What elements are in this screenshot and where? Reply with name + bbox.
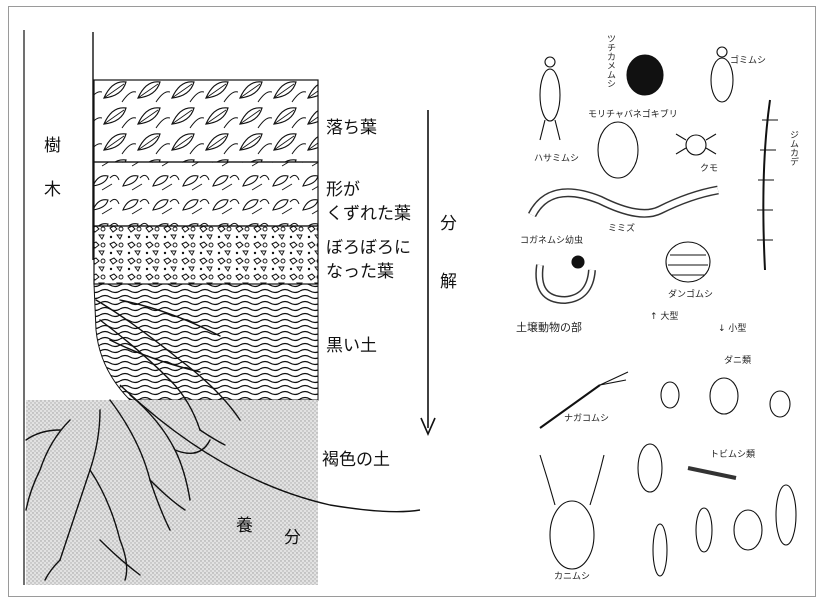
organism-label-gomimushi: ゴミムシ (730, 56, 766, 66)
layer-label-misshapen-leaves: 形が くずれた葉 (326, 178, 411, 226)
size-label-large: ↑ 大型 (650, 312, 678, 322)
layer-label-brown-soil: 褐色の土 (322, 450, 390, 470)
tree-label-char-2: 木 (44, 180, 61, 200)
organism-label-kanimushi: カニムシ (554, 572, 590, 582)
decomposition-label-char-2: 解 (440, 272, 457, 292)
decomposition-label-char-1: 分 (440, 214, 457, 234)
organism-label-koganemushi-larva: コガネムシ幼虫 (520, 236, 583, 246)
section-title-soil-animals: 土壌動物の部 (516, 322, 582, 334)
organism-label-kumo: クモ (700, 164, 718, 174)
organism-label-tobimushi: トビムシ類 (710, 450, 755, 460)
size-label-small: ↓ 小型 (718, 324, 746, 334)
organism-label-morichabanegokiburi: モリチャバネゴキブリ (588, 110, 678, 120)
organism-label-dangomushi: ダンゴムシ (668, 290, 713, 300)
organism-label-nagakomushi: ナガコムシ (564, 414, 609, 424)
nutrients-label-char-1: 養 (236, 516, 253, 536)
organism-label-dani: ダニ類 (724, 356, 751, 366)
organism-label-tsuchikamemushi: ツチカメムシ (605, 34, 615, 88)
layer-label-crumbled-leaves: ぼろぼろに なった葉 (326, 236, 411, 284)
layer-label-black-soil: 黒い土 (326, 336, 377, 356)
nutrients-label-char-2: 分 (284, 528, 301, 548)
tree-label-char-1: 樹 (44, 136, 61, 156)
organism-label-jimukade: ジムカデ (788, 130, 798, 166)
organism-label-mimizu: ミミズ (608, 224, 635, 234)
layer-label-fallen-leaves: 落ち葉 (326, 118, 377, 138)
organism-label-hasamimushi: ハサミムシ (534, 154, 579, 164)
